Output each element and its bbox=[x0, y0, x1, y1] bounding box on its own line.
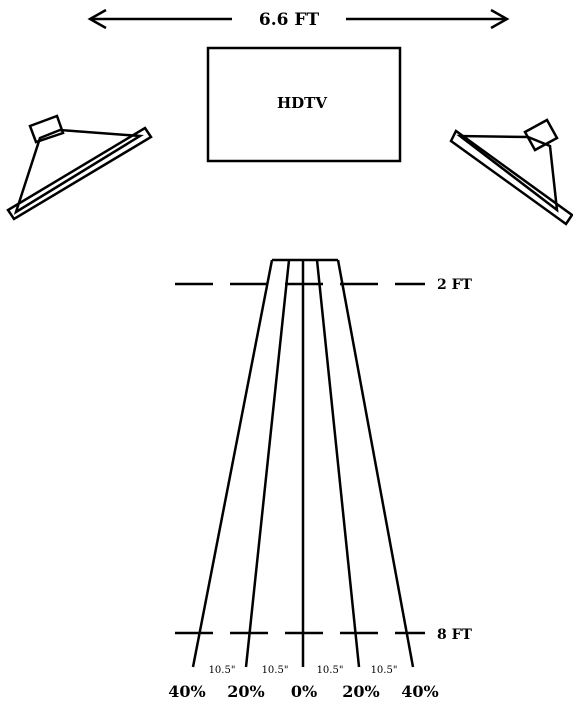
spacing-label-3: 10.5" bbox=[317, 665, 344, 676]
fan-line-40-right bbox=[336, 259, 415, 668]
distance-8ft-label: 8 FT bbox=[437, 627, 473, 643]
percent-label-0: 0% bbox=[291, 682, 317, 701]
angle-percent-labels: 40% 20% 0% 20% 40% bbox=[168, 682, 438, 701]
spacing-label-4: 10.5" bbox=[371, 665, 398, 676]
left-speaker-magnet bbox=[28, 114, 65, 144]
tv-label: HDTV bbox=[277, 94, 327, 112]
distance-8ft: 8 FT bbox=[175, 627, 473, 643]
left-arrowhead-icon bbox=[87, 8, 107, 30]
fan-line-40-left bbox=[191, 259, 274, 668]
hdtv: HDTV bbox=[206, 46, 402, 163]
fan-line-20-left bbox=[244, 259, 291, 668]
fan-line-20-right bbox=[315, 259, 361, 668]
left-speaker-cone bbox=[13, 128, 144, 215]
width-label: 6.6 FT bbox=[259, 10, 320, 30]
right-speaker-magnet bbox=[523, 118, 559, 152]
percent-label-20-right: 20% bbox=[342, 682, 379, 701]
room-width-dimension: 6.6 FT bbox=[87, 8, 510, 30]
distance-2ft-label: 2 FT bbox=[437, 277, 473, 293]
right-speaker-cone bbox=[456, 134, 559, 213]
percent-label-40-left: 40% bbox=[168, 682, 205, 701]
right-speaker-icon bbox=[449, 118, 573, 226]
percent-label-40-right: 40% bbox=[401, 682, 438, 701]
seat-spacing-labels: 10.5" 10.5" 10.5" 10.5" bbox=[209, 665, 398, 676]
left-speaker-baffle bbox=[6, 126, 153, 221]
percent-label-20-left: 20% bbox=[227, 682, 264, 701]
right-speaker-baffle bbox=[449, 129, 573, 226]
distance-2ft: 2 FT bbox=[175, 277, 473, 293]
right-arrowhead-icon bbox=[490, 8, 510, 30]
tv-screen-outline bbox=[206, 46, 402, 163]
left-speaker-icon bbox=[6, 114, 153, 221]
listening-fan bbox=[191, 258, 415, 668]
spacing-label-1: 10.5" bbox=[209, 665, 236, 676]
spacing-label-2: 10.5" bbox=[262, 665, 289, 676]
